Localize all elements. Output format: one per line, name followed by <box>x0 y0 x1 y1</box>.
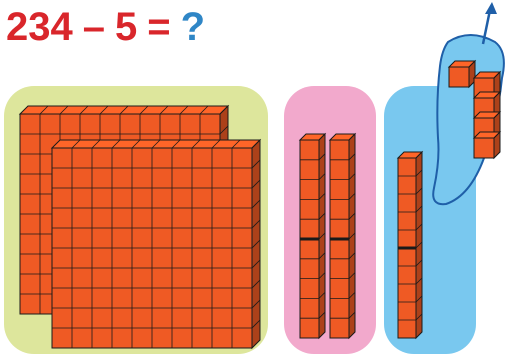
ten-rod-2 <box>330 134 355 338</box>
ten-rod-ones-area-1 <box>398 152 422 338</box>
remove-arrow <box>483 2 497 44</box>
hundreds-blocks <box>20 106 260 348</box>
hundred-flat-2 <box>52 140 260 348</box>
ten-rod-1 <box>300 134 325 338</box>
one-cube-5 <box>474 132 500 158</box>
one-cube-1 <box>449 61 475 87</box>
